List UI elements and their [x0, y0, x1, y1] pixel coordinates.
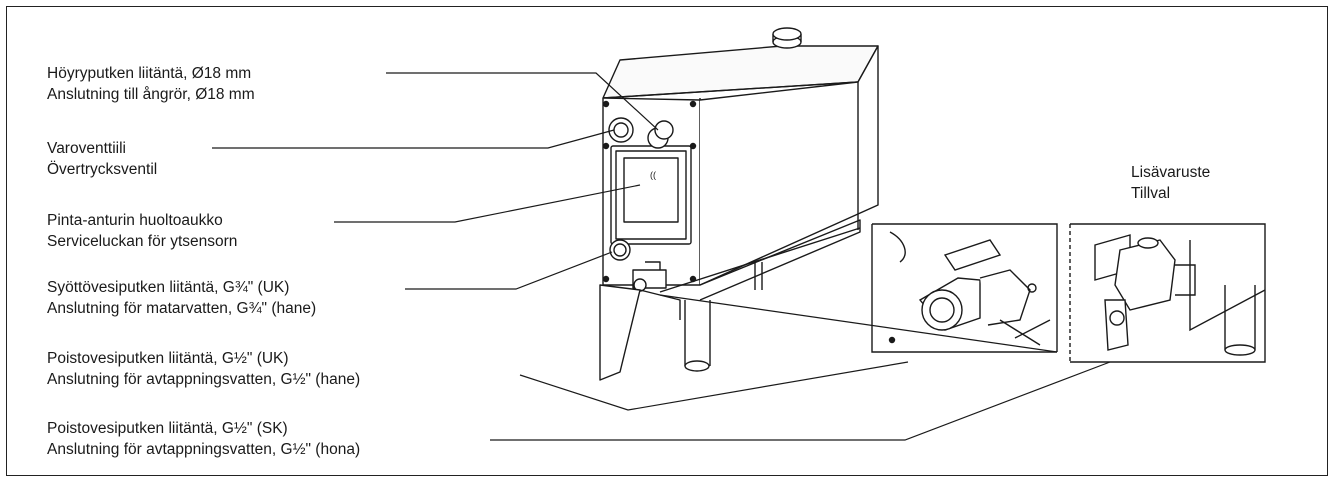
label-accessory: Lisävaruste Tillval [1131, 162, 1210, 204]
leader-lines [212, 72, 1111, 441]
label-drain-female-sv: Anslutning för avtappningsvatten, G½" (h… [47, 441, 361, 458]
label-drain-female-fi: Poistovesiputken liitäntä, G½" (SK) [47, 420, 288, 437]
label-drain-male: Poistovesiputken liitäntä, G½" (UK) Ansl… [47, 348, 360, 390]
label-steam-pipe-sv: Anslutning till ångrör, Ø18 mm [47, 86, 255, 103]
label-safety-valve: Varoventtiili Övertrycksventil [47, 138, 157, 180]
label-feed-water-sv: Anslutning för matarvatten, G¾" (hane) [47, 300, 317, 317]
label-steam-pipe: Höyryputken liitäntä, Ø18 mm Anslutning … [47, 63, 255, 105]
label-steam-pipe-fi: Höyryputken liitäntä, Ø18 mm [47, 65, 252, 82]
label-service-hatch: Pinta-anturin huoltoaukko Serviceluckan … [47, 210, 237, 252]
label-safety-valve-sv: Övertrycksventil [47, 161, 158, 178]
diagram-frame [6, 6, 1328, 476]
svg-text:((: (( [650, 170, 656, 180]
drain-valve-detail [871, 223, 1058, 353]
accessory-detail [1069, 223, 1266, 363]
label-drain-female: Poistovesiputken liitäntä, G½" (SK) Ansl… [47, 418, 360, 460]
label-feed-water-fi: Syöttövesiputken liitäntä, G¾" (UK) [47, 279, 290, 296]
label-safety-valve-fi: Varoventtiili [47, 140, 126, 157]
label-accessory-fi: Lisävaruste [1131, 164, 1211, 181]
label-service-hatch-fi: Pinta-anturin huoltoaukko [47, 212, 223, 229]
label-service-hatch-sv: Serviceluckan för ytsensorn [47, 233, 238, 250]
label-accessory-sv: Tillval [1131, 185, 1171, 202]
label-drain-male-fi: Poistovesiputken liitäntä, G½" (UK) [47, 350, 289, 367]
label-feed-water: Syöttövesiputken liitäntä, G¾" (UK) Ansl… [47, 277, 316, 319]
label-drain-male-sv: Anslutning för avtappningsvatten, G½" (h… [47, 371, 361, 388]
